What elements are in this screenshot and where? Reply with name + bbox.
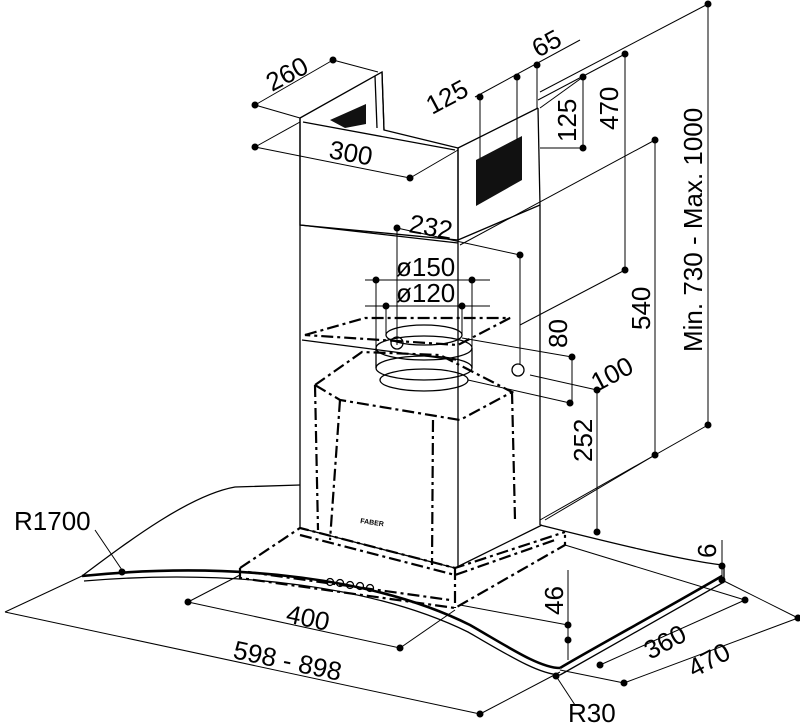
label-65: 65 bbox=[527, 23, 567, 63]
label-r30: R30 bbox=[568, 698, 616, 727]
label-252: 252 bbox=[568, 419, 598, 462]
label-6: 6 bbox=[692, 544, 722, 558]
outlet-collar bbox=[375, 324, 525, 392]
label-470-bottom: 470 bbox=[683, 636, 735, 683]
label-80: 80 bbox=[543, 319, 573, 348]
top-vent-grille bbox=[330, 104, 366, 128]
dimension-labels: 260 65 125 125 470 Min. 730 - Max. 1000 … bbox=[14, 23, 735, 727]
label-470-top: 470 bbox=[594, 87, 624, 130]
brand-label: FABER bbox=[360, 518, 384, 528]
label-46: 46 bbox=[539, 586, 569, 615]
label-d150: ø150 bbox=[396, 252, 455, 282]
label-min-max-height: Min. 730 - Max. 1000 bbox=[678, 108, 708, 352]
label-260: 260 bbox=[261, 50, 313, 97]
label-d120: ø120 bbox=[396, 278, 455, 308]
label-232: 232 bbox=[407, 208, 455, 245]
side-vent-grille bbox=[476, 136, 522, 206]
label-300: 300 bbox=[327, 134, 375, 171]
label-540: 540 bbox=[626, 287, 656, 330]
dimension-dots bbox=[118, 0, 800, 718]
label-r1700: R1700 bbox=[14, 506, 91, 536]
motor-housing-hidden bbox=[304, 316, 517, 566]
control-body bbox=[238, 526, 567, 610]
label-125-top: 125 bbox=[421, 73, 473, 120]
label-598-898: 598 - 898 bbox=[231, 635, 345, 687]
label-125-right: 125 bbox=[552, 99, 582, 142]
label-400: 400 bbox=[284, 599, 333, 637]
